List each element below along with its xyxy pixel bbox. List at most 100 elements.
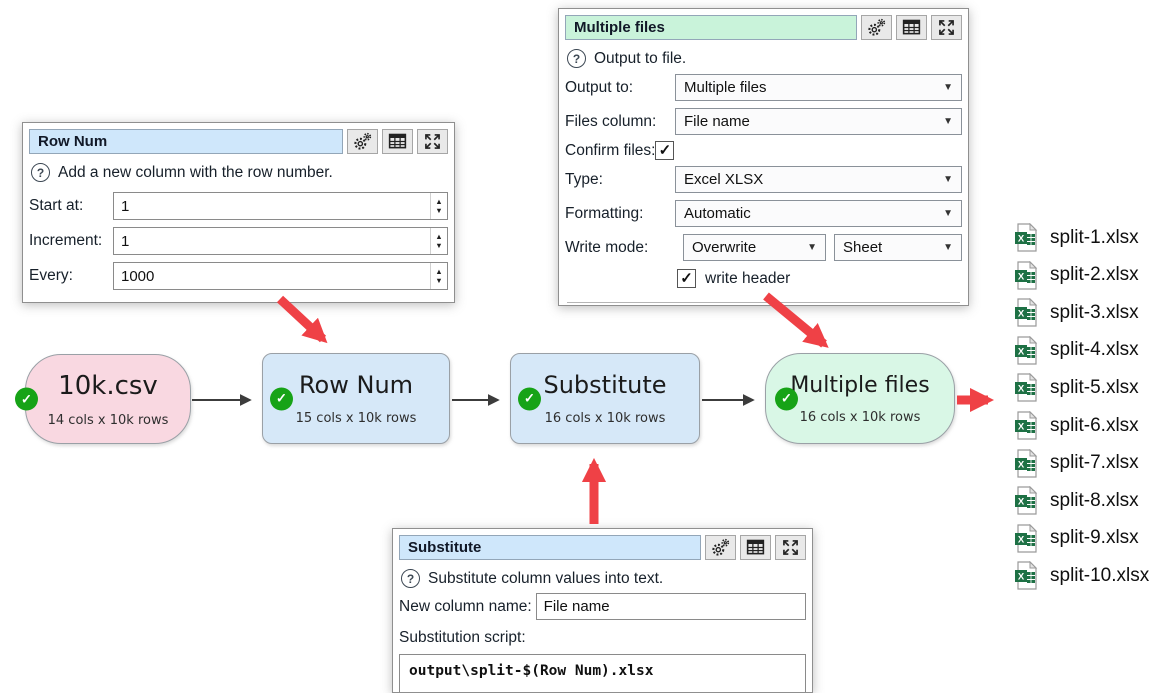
file-name: split-2.xlsx bbox=[1050, 264, 1139, 286]
node-multiple-files[interactable]: ✓ Multiple files 16 cols x 10k rows bbox=[765, 353, 955, 444]
type-dropdown[interactable]: Excel XLSX ▼ bbox=[675, 166, 962, 193]
spin-up-icon[interactable]: ▲ bbox=[435, 267, 443, 276]
output-file-item[interactable]: split-3.xlsx bbox=[1014, 297, 1139, 328]
panel-help-text: Substitute column values into text. bbox=[428, 569, 664, 587]
help-icon[interactable]: ? bbox=[31, 163, 50, 182]
chevron-down-icon: ▼ bbox=[943, 116, 953, 127]
expand-panel-button[interactable] bbox=[931, 15, 962, 40]
node-subtitle: 15 cols x 10k rows bbox=[295, 411, 417, 426]
expand-icon bbox=[422, 131, 443, 152]
spin-down-icon[interactable]: ▼ bbox=[435, 241, 443, 250]
expand-icon bbox=[936, 17, 957, 38]
chevron-down-icon: ▼ bbox=[807, 242, 817, 253]
files-column-dropdown[interactable]: File name ▼ bbox=[675, 108, 962, 135]
node-substitute[interactable]: ✓ Substitute 16 cols x 10k rows bbox=[510, 353, 700, 444]
file-name: split-8.xlsx bbox=[1050, 489, 1139, 511]
node-name-field[interactable]: Row Num bbox=[29, 129, 343, 154]
pointer-rownum-panel-to-node bbox=[276, 295, 328, 344]
every-spinedit: ▲ ▼ bbox=[113, 262, 448, 290]
write-target-dropdown[interactable]: Sheet ▼ bbox=[834, 234, 962, 261]
multiple-files-settings-panel: Multiple files ? Output to file. Output … bbox=[558, 8, 969, 306]
excel-file-icon bbox=[1014, 561, 1039, 590]
excel-file-icon bbox=[1014, 298, 1039, 327]
formatting-dropdown[interactable]: Automatic ▼ bbox=[675, 200, 962, 227]
help-icon[interactable]: ? bbox=[401, 569, 420, 588]
spin-up-icon[interactable]: ▲ bbox=[435, 197, 443, 206]
show-table-button[interactable] bbox=[896, 15, 927, 40]
file-name: split-10.xlsx bbox=[1050, 564, 1150, 586]
write-header-label: write header bbox=[705, 269, 791, 287]
gear-icon bbox=[710, 537, 731, 558]
write-header-checkbox[interactable]: ✓ bbox=[677, 269, 696, 288]
output-file-item[interactable]: split-1.xlsx bbox=[1014, 222, 1139, 253]
every-input[interactable] bbox=[114, 263, 430, 289]
new-column-name-label: New column name: bbox=[399, 597, 532, 615]
output-file-item[interactable]: split-10.xlsx bbox=[1014, 560, 1149, 591]
output-file-item[interactable]: split-9.xlsx bbox=[1014, 523, 1139, 554]
show-table-button[interactable] bbox=[382, 129, 413, 154]
cropped-control-edge bbox=[567, 302, 960, 303]
chevron-down-icon: ▼ bbox=[943, 82, 953, 93]
row-num-settings-panel: Row Num ? Add a new column with the row … bbox=[22, 122, 455, 303]
increment-input[interactable] bbox=[114, 228, 430, 254]
spin-up-icon[interactable]: ▲ bbox=[435, 232, 443, 241]
node-source-10k-csv[interactable]: ✓ 10k.csv 14 cols x 10k rows bbox=[15, 354, 191, 444]
gear-icon bbox=[352, 131, 373, 152]
output-file-item[interactable]: split-5.xlsx bbox=[1014, 372, 1139, 403]
node-subtitle: 16 cols x 10k rows bbox=[799, 409, 921, 425]
settings-gear-button[interactable] bbox=[347, 129, 378, 154]
expand-panel-button[interactable] bbox=[775, 535, 806, 560]
substitute-settings-panel: Substitute ? Substitute column values in… bbox=[392, 528, 813, 693]
panel-titlebar: Row Num bbox=[29, 129, 448, 154]
excel-file-icon bbox=[1014, 524, 1039, 553]
node-title: 10k.csv bbox=[58, 370, 158, 401]
new-column-name-input[interactable] bbox=[536, 594, 805, 619]
start-at-label: Start at: bbox=[29, 197, 84, 214]
file-name: split-3.xlsx bbox=[1050, 301, 1139, 323]
start-at-input[interactable] bbox=[114, 193, 430, 219]
excel-file-icon bbox=[1014, 486, 1039, 515]
node-title: Multiple files bbox=[790, 372, 930, 398]
success-check-icon: ✓ bbox=[270, 387, 293, 410]
file-name: split-5.xlsx bbox=[1050, 376, 1139, 398]
spinner[interactable]: ▲ ▼ bbox=[430, 193, 447, 219]
confirm-files-checkbox[interactable]: ✓ bbox=[655, 141, 675, 160]
increment-label: Increment: bbox=[29, 232, 103, 249]
output-file-item[interactable]: split-7.xlsx bbox=[1014, 448, 1139, 479]
spinner[interactable]: ▲ ▼ bbox=[430, 228, 447, 254]
node-name-field[interactable]: Substitute bbox=[399, 535, 701, 560]
confirm-files-label: Confirm files: bbox=[565, 141, 656, 159]
table-icon bbox=[901, 17, 922, 38]
node-title: Substitute bbox=[543, 371, 667, 399]
write-mode-dropdown[interactable]: Overwrite ▼ bbox=[683, 234, 826, 261]
formatting-label: Formatting: bbox=[565, 204, 644, 222]
panel-titlebar: Substitute bbox=[399, 535, 806, 560]
settings-gear-button[interactable] bbox=[861, 15, 892, 40]
spinner[interactable]: ▲ ▼ bbox=[430, 263, 447, 289]
excel-file-icon bbox=[1014, 223, 1039, 252]
file-name: split-9.xlsx bbox=[1050, 527, 1139, 549]
node-subtitle: 16 cols x 10k rows bbox=[544, 411, 666, 426]
node-name-field[interactable]: Multiple files bbox=[565, 15, 857, 40]
expand-icon bbox=[780, 537, 801, 558]
output-file-item[interactable]: split-4.xlsx bbox=[1014, 335, 1139, 366]
output-file-item[interactable]: split-8.xlsx bbox=[1014, 485, 1139, 516]
start-at-spinedit: ▲ ▼ bbox=[113, 192, 448, 220]
spin-down-icon[interactable]: ▼ bbox=[435, 206, 443, 215]
help-icon[interactable]: ? bbox=[567, 49, 586, 68]
every-label: Every: bbox=[29, 267, 73, 284]
spin-down-icon[interactable]: ▼ bbox=[435, 276, 443, 285]
substitution-script-input[interactable]: output\split-$(Row Num).xlsx bbox=[399, 654, 806, 692]
node-row-num[interactable]: ✓ Row Num 15 cols x 10k rows bbox=[262, 353, 450, 444]
show-table-button[interactable] bbox=[740, 535, 771, 560]
output-file-item[interactable]: split-2.xlsx bbox=[1014, 260, 1139, 291]
file-name: split-6.xlsx bbox=[1050, 414, 1139, 436]
expand-panel-button[interactable] bbox=[417, 129, 448, 154]
chevron-down-icon: ▼ bbox=[943, 208, 953, 219]
excel-file-icon bbox=[1014, 373, 1039, 402]
output-file-item[interactable]: split-6.xlsx bbox=[1014, 410, 1139, 441]
output-to-label: Output to: bbox=[565, 78, 634, 96]
output-to-dropdown[interactable]: Multiple files ▼ bbox=[675, 74, 962, 101]
settings-gear-button[interactable] bbox=[705, 535, 736, 560]
